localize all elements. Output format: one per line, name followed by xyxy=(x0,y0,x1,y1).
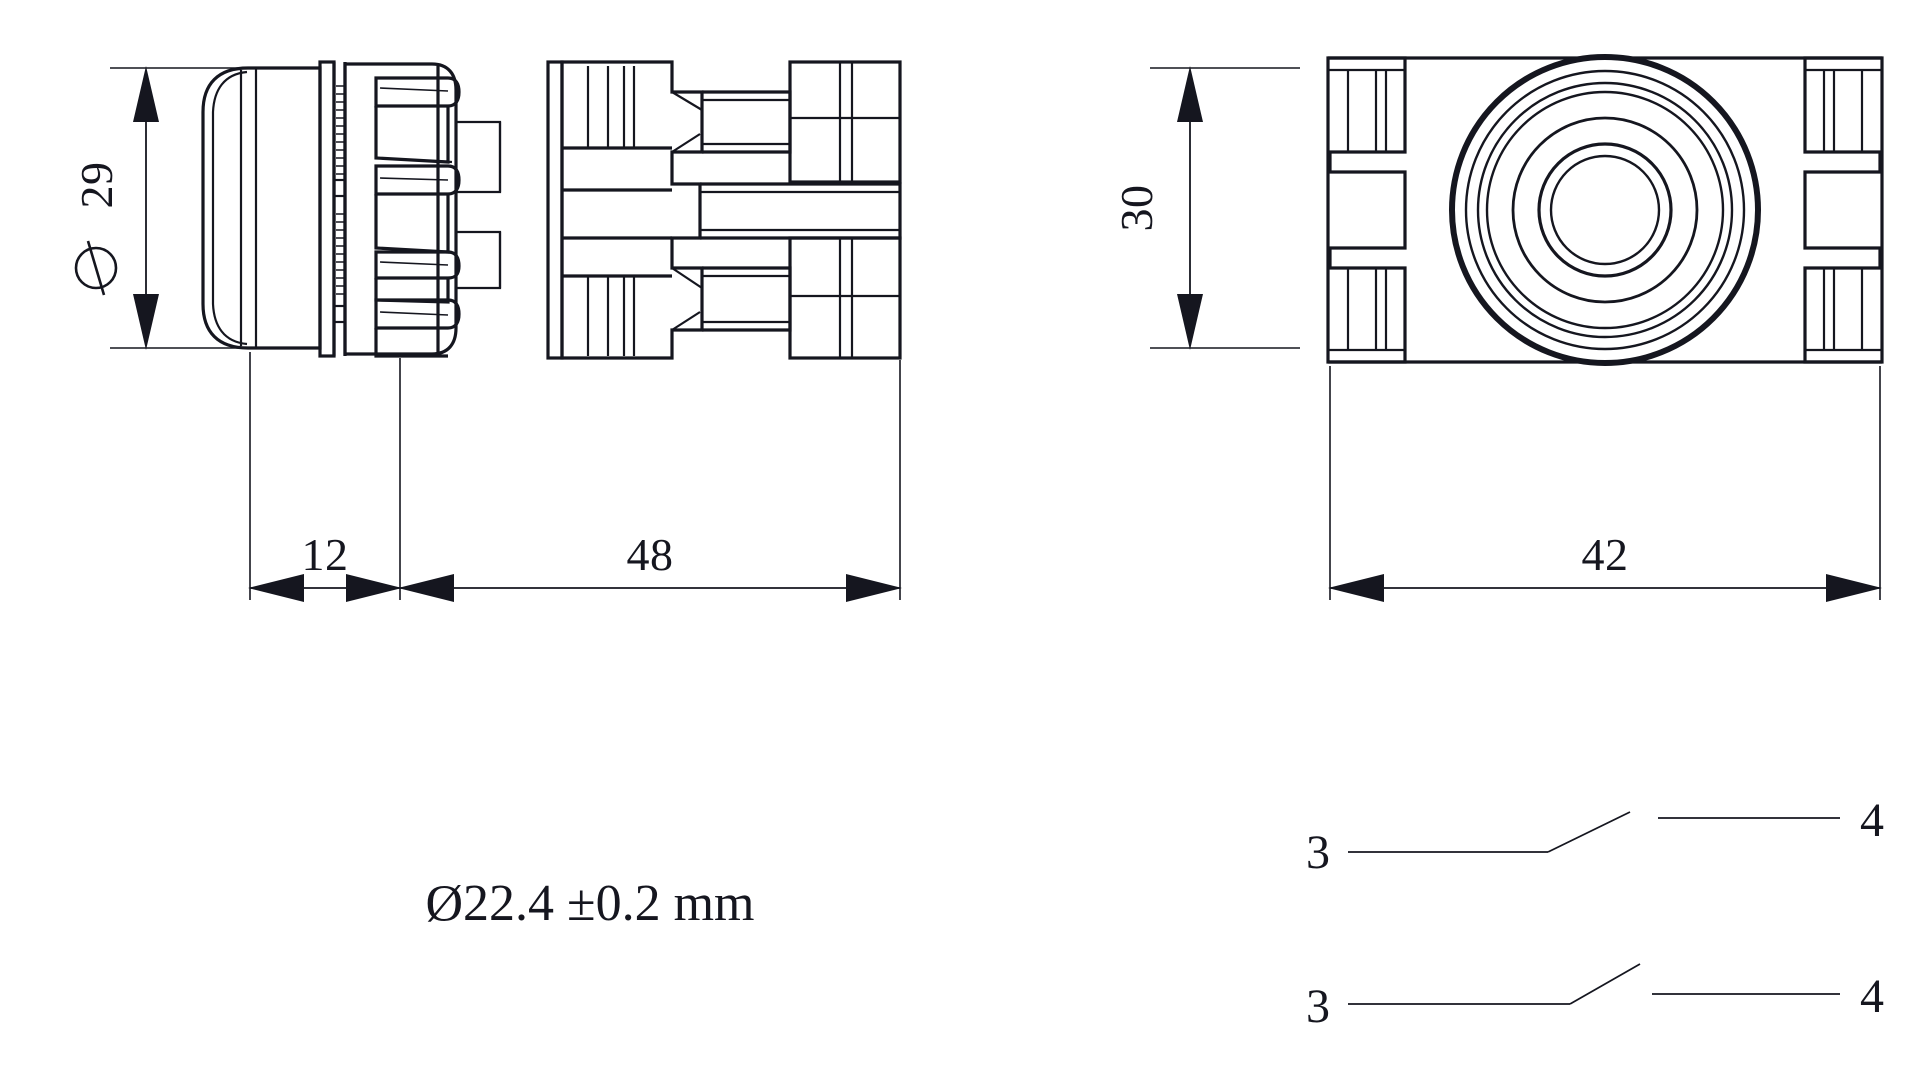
cap-center-circle xyxy=(1549,154,1661,266)
dimension-label-12: 12 xyxy=(302,529,349,580)
bezel-outer-circle xyxy=(1449,54,1761,366)
dimension-length-48: 48 xyxy=(398,529,902,602)
contact-upper-right-terminal: 4 xyxy=(1860,794,1884,847)
contact-lower-right-terminal: 4 xyxy=(1860,970,1884,1023)
contact-lower: 3 4 xyxy=(1306,963,1884,1033)
cap-inner-circle xyxy=(1537,142,1673,278)
panel-cutout-note: Ø22.4 ±0.2 mm xyxy=(426,875,755,932)
dimension-height-30: 30 xyxy=(1111,66,1300,350)
latch-housing xyxy=(343,62,502,358)
contact-upper: 3 4 xyxy=(1306,794,1884,879)
contact-lower-left-terminal: 3 xyxy=(1306,980,1330,1033)
bezel-ring-2 xyxy=(1476,81,1734,339)
contact-upper-left-terminal: 3 xyxy=(1306,826,1330,879)
bezel-ring-3 xyxy=(1485,90,1725,330)
dimension-length-12: 12 xyxy=(248,529,402,602)
arrow-right-icon xyxy=(346,574,402,602)
dimension-label-42: 42 xyxy=(1582,529,1629,580)
arrow-up-icon xyxy=(1177,66,1203,122)
terminal-middle xyxy=(700,182,902,240)
dimension-width-42: 42 xyxy=(1328,529,1882,602)
terminal-lower xyxy=(702,236,902,360)
dimension-label-diameter-29: 29 xyxy=(71,162,122,209)
bracket-left xyxy=(1326,56,1407,364)
bezel-ring-1 xyxy=(1464,69,1746,351)
arrow-down-icon xyxy=(133,294,159,350)
front-view: 30 xyxy=(1111,54,1884,602)
arrow-down-icon xyxy=(1177,294,1203,350)
bracket-right xyxy=(1803,56,1884,364)
arrow-left-icon xyxy=(248,574,304,602)
terminal-upper xyxy=(702,60,902,184)
arrow-left-icon xyxy=(1328,574,1384,602)
contact-block xyxy=(546,60,704,360)
button-head xyxy=(201,60,336,358)
diameter-symbol-icon xyxy=(74,240,118,296)
side-section-view: 29 xyxy=(71,60,902,602)
dimension-diameter-29: 29 xyxy=(71,66,260,350)
thread-hatch xyxy=(336,85,344,295)
arrow-right-icon xyxy=(1826,574,1882,602)
threaded-collar xyxy=(332,62,347,356)
extension-lines-side xyxy=(249,352,901,600)
dimension-label-48: 48 xyxy=(627,529,674,580)
contact-schematic: 3 4 3 4 xyxy=(1306,794,1884,1033)
extension-lines-front xyxy=(1329,366,1881,600)
dimension-label-30: 30 xyxy=(1111,185,1162,232)
bracket-rails xyxy=(1328,56,1882,364)
panel-cutout-text: Ø22.4 ±0.2 mm xyxy=(426,875,755,932)
button-front-circles xyxy=(1449,54,1761,366)
arrow-up-icon xyxy=(133,66,159,122)
arrow-right-icon xyxy=(846,574,902,602)
arrow-left-icon xyxy=(398,574,454,602)
cap-outer-circle xyxy=(1511,116,1699,304)
